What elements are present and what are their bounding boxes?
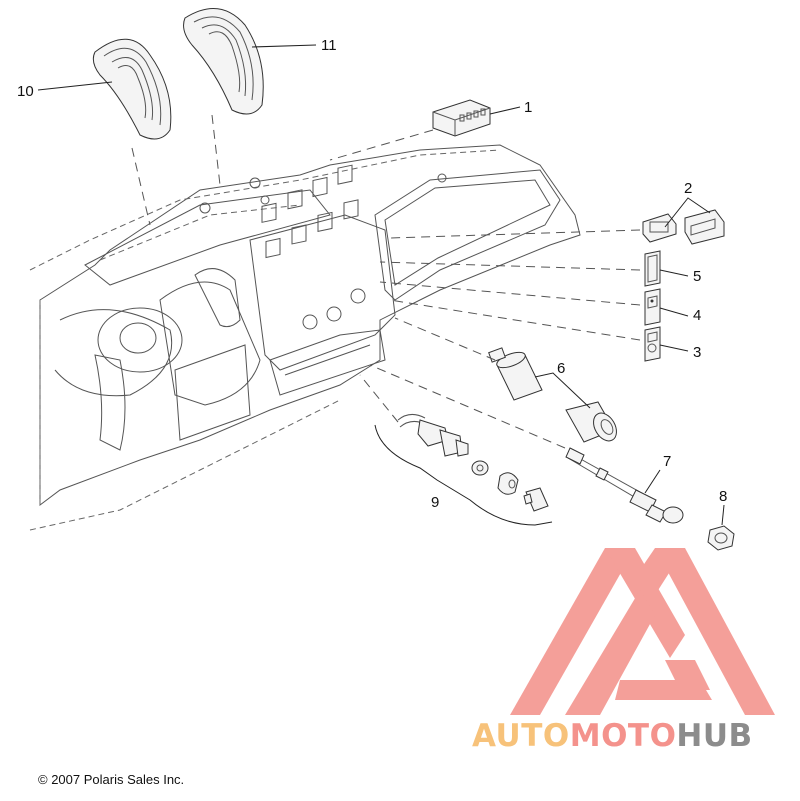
logo-word-hub: HUB xyxy=(676,718,753,754)
part-3-switch xyxy=(644,326,661,362)
part-2-switch-bezel xyxy=(642,209,725,245)
part-6-power-outlet xyxy=(488,347,617,443)
callout-labels: 1 2 3 4 5 6 7 8 9 10 11 xyxy=(17,37,727,511)
part-5-switch-blank xyxy=(644,250,661,287)
callout-4: 4 xyxy=(693,307,701,324)
part-10-grab-handle xyxy=(92,38,172,140)
callout-9: 9 xyxy=(431,494,439,511)
part-7-choke-cable xyxy=(565,447,684,524)
callout-11: 11 xyxy=(321,37,337,54)
automotohub-logo-text: AUTOMOTOHUB xyxy=(472,718,753,754)
callout-10: 10 xyxy=(17,83,34,100)
callout-6: 6 xyxy=(557,360,565,377)
callout-7: 7 xyxy=(663,453,671,470)
part-11-grab-handle xyxy=(183,8,264,115)
logo-word-moto: MOTO xyxy=(569,718,677,754)
switch-panel-cutouts xyxy=(261,164,359,259)
callout-8: 8 xyxy=(719,488,727,505)
callout-5: 5 xyxy=(693,268,701,285)
callout-3: 3 xyxy=(693,344,701,361)
part-1-connector xyxy=(432,99,491,137)
callout-2: 2 xyxy=(684,180,692,197)
part-8-nut xyxy=(707,525,735,551)
copyright-notice: © 2007 Polaris Sales Inc. xyxy=(38,772,185,787)
logo-word-auto: AUTO xyxy=(472,718,570,754)
dashboard-assembly xyxy=(29,144,581,531)
part-4-rocker-switch xyxy=(644,288,661,326)
automotohub-logo-mark xyxy=(510,548,775,715)
part-9-ignition-switch-kit xyxy=(397,414,549,512)
leader-lines xyxy=(37,44,725,526)
callout-1: 1 xyxy=(524,99,532,116)
